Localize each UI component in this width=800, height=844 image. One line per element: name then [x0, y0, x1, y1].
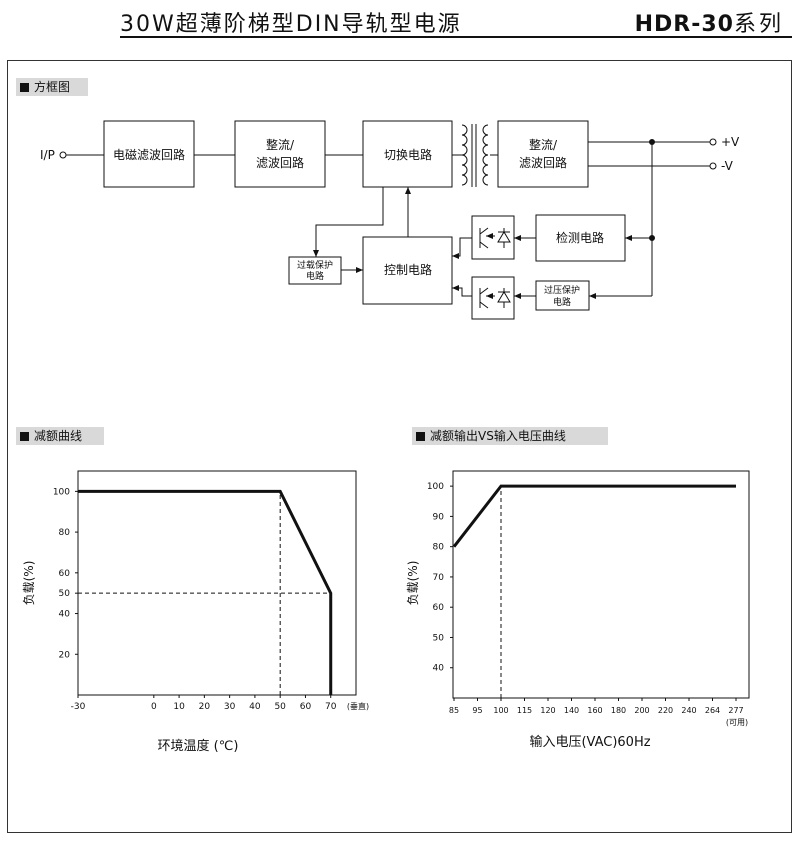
ovp-label-2: 电路: [553, 296, 571, 308]
derating-curve-line: [78, 489, 333, 695]
section-label: 方框图: [34, 80, 71, 94]
y-tick-label: 70: [433, 573, 445, 583]
y-tick-label: 20: [59, 650, 71, 660]
model-title: HDR-30系列: [635, 6, 784, 38]
rectifier-box-1: [234, 120, 326, 188]
x-tick-label: 160: [587, 706, 602, 715]
block-diagram: I/P 电磁滤波回路 整流/ 滤波回路 切换电路 整流/ 滤波回路 +V -V …: [40, 120, 740, 320]
input-label: I/P: [40, 148, 55, 162]
output-minus-label: -V: [721, 159, 734, 173]
derating-voltage-chart: 85 95 100 115 120 140 160 180 200 220 240 264 277 100…: [406, 470, 750, 750]
y-axis-label: 负载(%): [22, 561, 36, 606]
output-minus-terminal: [709, 162, 717, 170]
rect2-label-2: 滤波回路: [519, 155, 567, 170]
y-tick-label: 40: [59, 610, 71, 620]
section-block-diagram: 方框图: [16, 78, 88, 96]
olp-label-2: 电路: [306, 270, 324, 282]
section-label: 减额曲线: [34, 429, 83, 443]
square-bullet-icon: [20, 83, 29, 92]
y-tick-label: 50: [59, 589, 71, 599]
control-label: 控制电路: [384, 262, 432, 277]
optocoupler-icon: [479, 287, 511, 309]
x-tick-label: 180: [611, 706, 626, 715]
x-tick-label: 10: [173, 702, 185, 712]
y-tick-label: 100: [53, 487, 70, 497]
title-underline: [120, 36, 792, 38]
x-tick-label: 277: [728, 706, 743, 715]
y-tick-label: 60: [433, 603, 445, 613]
model-name: HDR-30: [634, 12, 734, 37]
content-frame: [7, 60, 792, 833]
x-tick-label: 100: [493, 706, 508, 715]
y-tick-label: 80: [59, 528, 71, 538]
section-derating-curve: 减额曲线: [16, 427, 104, 445]
switching-label: 切换电路: [384, 147, 432, 162]
page-title: 30W超薄阶梯型DIN导轨型电源: [120, 12, 462, 37]
y-tick-label: 90: [433, 512, 445, 522]
y-tick-label: 50: [433, 633, 445, 643]
emi-filter-label: 电磁滤波回路: [113, 147, 185, 162]
x-unit-note: (垂直): [347, 701, 369, 711]
x-tick-label: 220: [658, 706, 673, 715]
x-tick-label: 140: [564, 706, 579, 715]
derating-temperature-chart: -30 0 10 20 30 40 50 60 70 100 80 60 50 40 20 负载(%) 环境…: [22, 470, 369, 754]
x-axis-label: 输入电压(VAC)60Hz: [529, 734, 650, 750]
x-tick-label: 70: [325, 702, 337, 712]
x-unit-note: (可用): [726, 718, 748, 727]
derating-curve-line: [452, 484, 736, 548]
x-tick-label: 20: [199, 702, 211, 712]
output-plus-label: +V: [721, 135, 740, 149]
emi-filter-box: [103, 120, 195, 188]
x-tick-label: 50: [274, 702, 286, 712]
rectifier-box-2: [497, 120, 589, 188]
square-bullet-icon: [416, 432, 425, 441]
rect1-label-2: 滤波回路: [256, 155, 304, 170]
y-axis-label: 负载(%): [406, 561, 420, 606]
y-tick-label: 40: [433, 664, 445, 674]
y-tick-label: 80: [433, 543, 445, 553]
plot-area: [77, 470, 357, 696]
transformer-icon: [461, 124, 489, 187]
x-tick-label: 30: [224, 702, 236, 712]
series-label: 系列: [733, 12, 784, 37]
rect1-label-1: 整流/: [266, 137, 295, 152]
input-terminal: [59, 151, 67, 159]
x-tick-label: 200: [634, 706, 649, 715]
square-bullet-icon: [20, 432, 29, 441]
x-axis-label: 环境温度 (℃): [158, 738, 239, 754]
optocoupler-icon: [479, 227, 511, 249]
rect2-label-1: 整流/: [529, 137, 558, 152]
output-plus-terminal: [709, 138, 717, 146]
section-output-vs-input: 减额输出VS输入电压曲线: [412, 427, 608, 445]
detection-label: 检测电路: [556, 230, 604, 245]
x-tick-label: 120: [540, 706, 555, 715]
x-tick-label: 264: [705, 706, 720, 715]
x-tick-label: 60: [300, 702, 312, 712]
ovp-label-1: 过压保护: [544, 284, 580, 296]
x-tick-label: -30: [71, 702, 86, 712]
x-tick-label: 85: [449, 706, 459, 715]
plot-area: [452, 470, 750, 699]
y-tick-label: 60: [59, 569, 71, 579]
x-tick-label: 40: [249, 702, 261, 712]
x-tick-label: 95: [472, 706, 482, 715]
x-tick-label: 115: [517, 706, 532, 715]
y-tick-label: 100: [427, 482, 444, 492]
x-tick-label: 240: [681, 706, 696, 715]
section-label: 减额输出VS输入电压曲线: [430, 429, 566, 443]
olp-label-1: 过载保护: [297, 259, 333, 271]
x-tick-label: 0: [151, 702, 157, 712]
